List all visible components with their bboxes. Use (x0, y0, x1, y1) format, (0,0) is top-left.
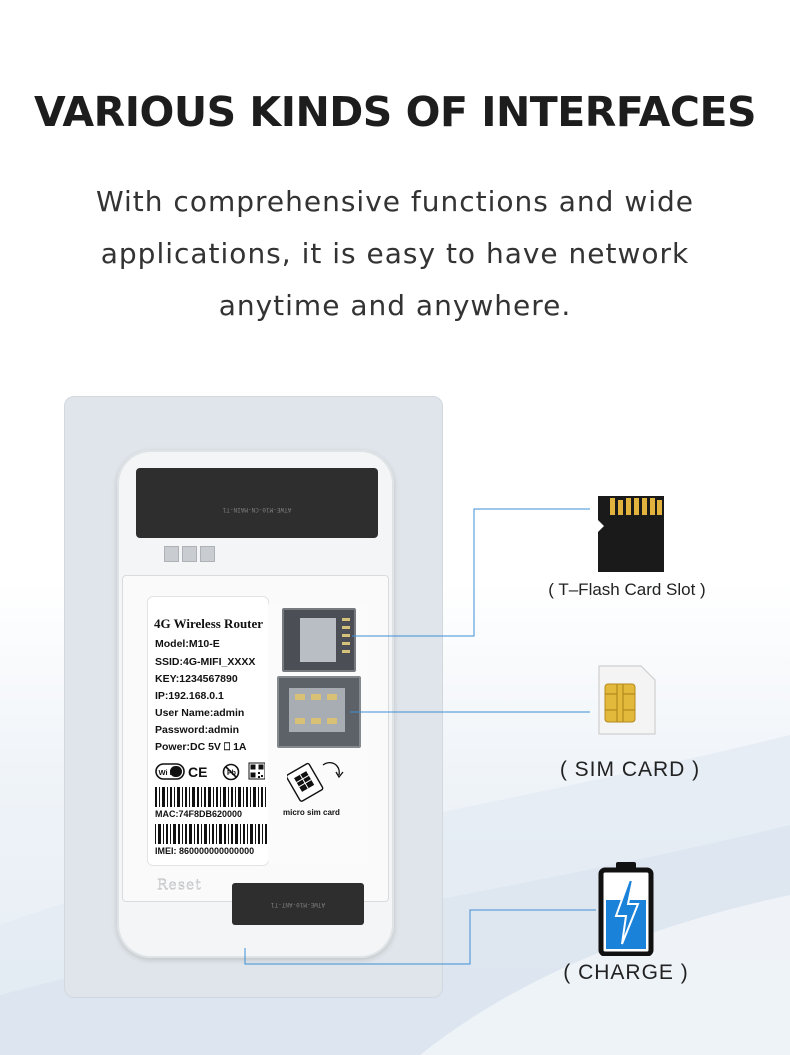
sim-card-icon (598, 665, 656, 735)
slot-pin (342, 626, 350, 629)
mac-barcode (155, 787, 266, 807)
slot-pin (342, 642, 350, 645)
sticker-title: 4G Wireless Router (154, 616, 264, 631)
charge-label: ( CHARGE ) (563, 961, 689, 984)
sticker-power: Power:DC 5V ⎕ 1A (155, 741, 247, 753)
page-subtitle: With comprehensive functions and wide ap… (70, 176, 720, 332)
sim-card-label: ( SIM CARD ) (559, 758, 701, 781)
slot-pin (342, 618, 350, 621)
slot-pad (327, 718, 337, 724)
sticker-key: KEY:1234567890 (155, 673, 238, 685)
sticker-imei: IMEI: 860000000000000 (155, 846, 255, 856)
slot-pad (311, 694, 321, 700)
subtitle-line: anytime and anywhere. (218, 289, 572, 322)
svg-text:Pb: Pb (227, 770, 236, 777)
slot-pad (327, 694, 337, 700)
slot-pin (342, 634, 350, 637)
tflash-label: ( T–Flash Card Slot ) (548, 580, 706, 599)
slot-pad (295, 694, 305, 700)
sticker-ip: IP:192.168.0.1 (155, 690, 224, 702)
subtitle-line: applications, it is easy to have network (100, 237, 690, 270)
slot-pad (311, 718, 321, 724)
qr-code-icon (248, 762, 266, 780)
latch-tab (182, 546, 197, 562)
micro-sim-label: micro sim card (283, 808, 340, 817)
sticker-mac: MAC:74F8DB620000 (155, 809, 243, 819)
battery-contact-plate: ATWE-M10-CN-MAIN-T1 (136, 468, 378, 538)
antenna-plate-text: ATWE-M10-ANT-T1 (270, 901, 326, 908)
micro-sd-card-icon (598, 496, 664, 572)
sticker-model: Model:M10-E (155, 638, 220, 650)
tflash-slot-tray (300, 618, 336, 662)
ce-mark: CE (188, 764, 207, 780)
wifi-badge-text: Wi Fi (159, 768, 177, 777)
subtitle-line: With comprehensive functions and wide (95, 185, 695, 218)
tflash-slot (282, 608, 356, 672)
page-title: VARIOUS KINDS OF INTERFACES (33, 88, 757, 136)
slot-pin (342, 650, 350, 653)
latch-tab (200, 546, 215, 562)
slot-pad (295, 718, 305, 724)
sticker-password: Password:admin (155, 724, 240, 736)
sim-slot (277, 676, 361, 748)
latch-tab (164, 546, 179, 562)
spec-sticker (147, 596, 269, 866)
certification-icons: Wi Fi CE Pb (155, 761, 266, 787)
battery-charge-icon (598, 862, 654, 956)
sticker-username: User Name:admin (155, 707, 245, 719)
sticker-ssid: SSID:4G-MIFI_XXXX (155, 656, 256, 668)
imei-barcode (155, 824, 267, 844)
battery-plate-text: ATWE-M10-CN-MAIN-T1 (222, 506, 292, 513)
wifi-badge-icon (155, 763, 185, 780)
reset-label: Reset (157, 878, 202, 894)
antenna-plate: ATWE-M10-ANT-T1 (232, 883, 364, 925)
no-lead-icon: Pb (222, 763, 240, 781)
sim-insert-diagram-icon (287, 761, 344, 802)
